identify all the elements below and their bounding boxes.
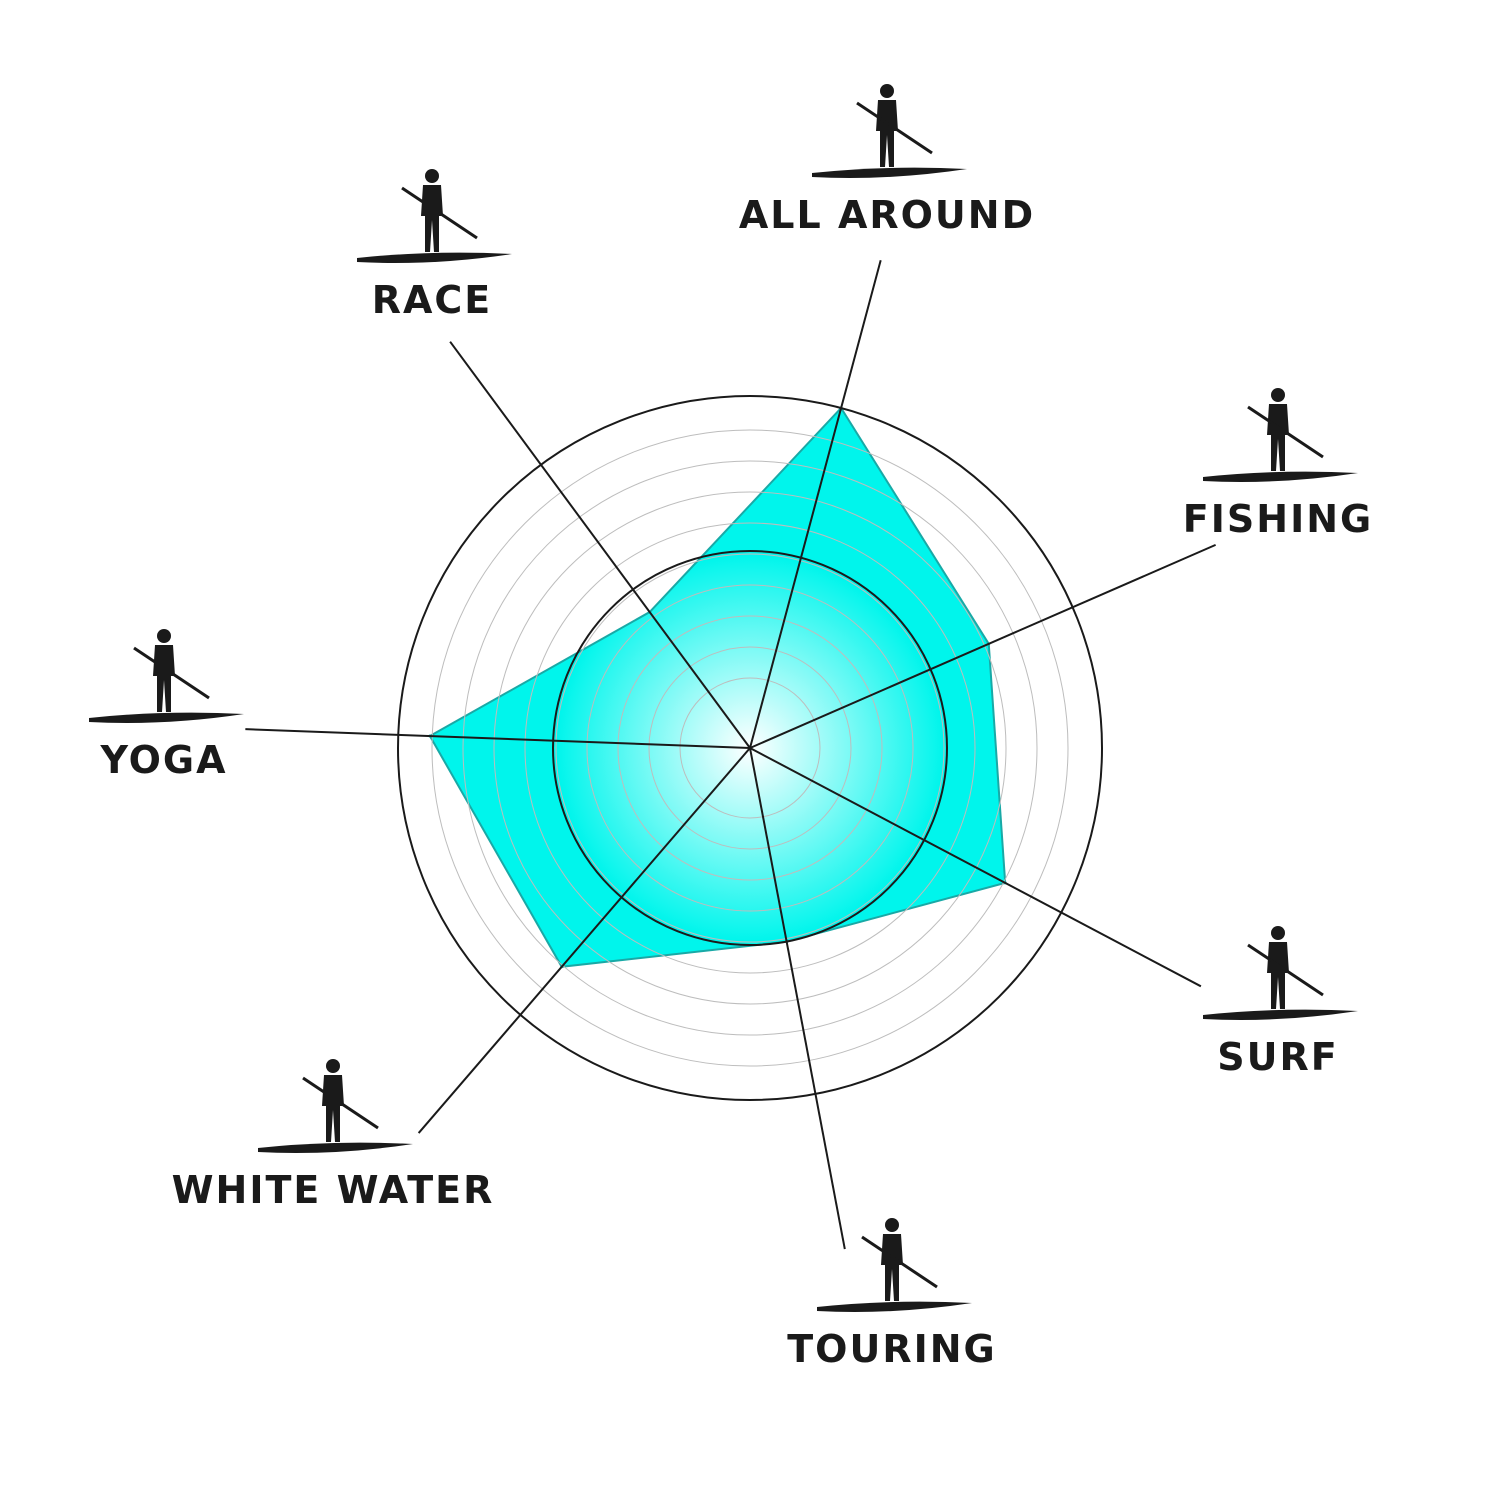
axis-line: [749, 543, 1217, 749]
grid-ring: [648, 646, 852, 850]
axis-label: WHITE WATER: [172, 1168, 495, 1212]
axis-line: [449, 341, 751, 749]
grid-ring: [397, 395, 1103, 1101]
axis-label: ALL AROUND: [739, 193, 1035, 237]
axis-label: RACE: [372, 278, 493, 322]
grid-ring: [431, 429, 1069, 1067]
axis-label: TOURING: [787, 1327, 996, 1371]
axis-line: [417, 747, 751, 1134]
grid-ring: [462, 460, 1038, 1036]
axis-label: SURF: [1217, 1035, 1338, 1079]
grid-ring: [493, 491, 1007, 1005]
axis-line: [749, 259, 882, 749]
paddleboarder-icon: [1203, 388, 1358, 482]
paddleboarder-icon: [357, 169, 512, 263]
inner-ring: [552, 550, 948, 946]
axis-label: FISHING: [1183, 497, 1373, 541]
paddleboarder-icon: [89, 629, 244, 723]
grid-ring: [555, 553, 945, 943]
axis-line: [749, 747, 846, 1250]
data-polygon: [428, 406, 1007, 968]
grid-ring: [679, 677, 821, 819]
paddleboarder-icon: [258, 1059, 413, 1153]
paddleboarder-icon: [812, 84, 967, 178]
grid-ring: [617, 615, 883, 881]
grid-ring: [524, 522, 976, 974]
paddleboarder-icon: [1203, 926, 1358, 1020]
axis-label: YOGA: [99, 738, 227, 782]
axis-line: [749, 747, 1202, 988]
grid-ring: [586, 584, 914, 912]
axis-line: [245, 728, 751, 749]
paddleboarder-icon: [817, 1218, 972, 1312]
